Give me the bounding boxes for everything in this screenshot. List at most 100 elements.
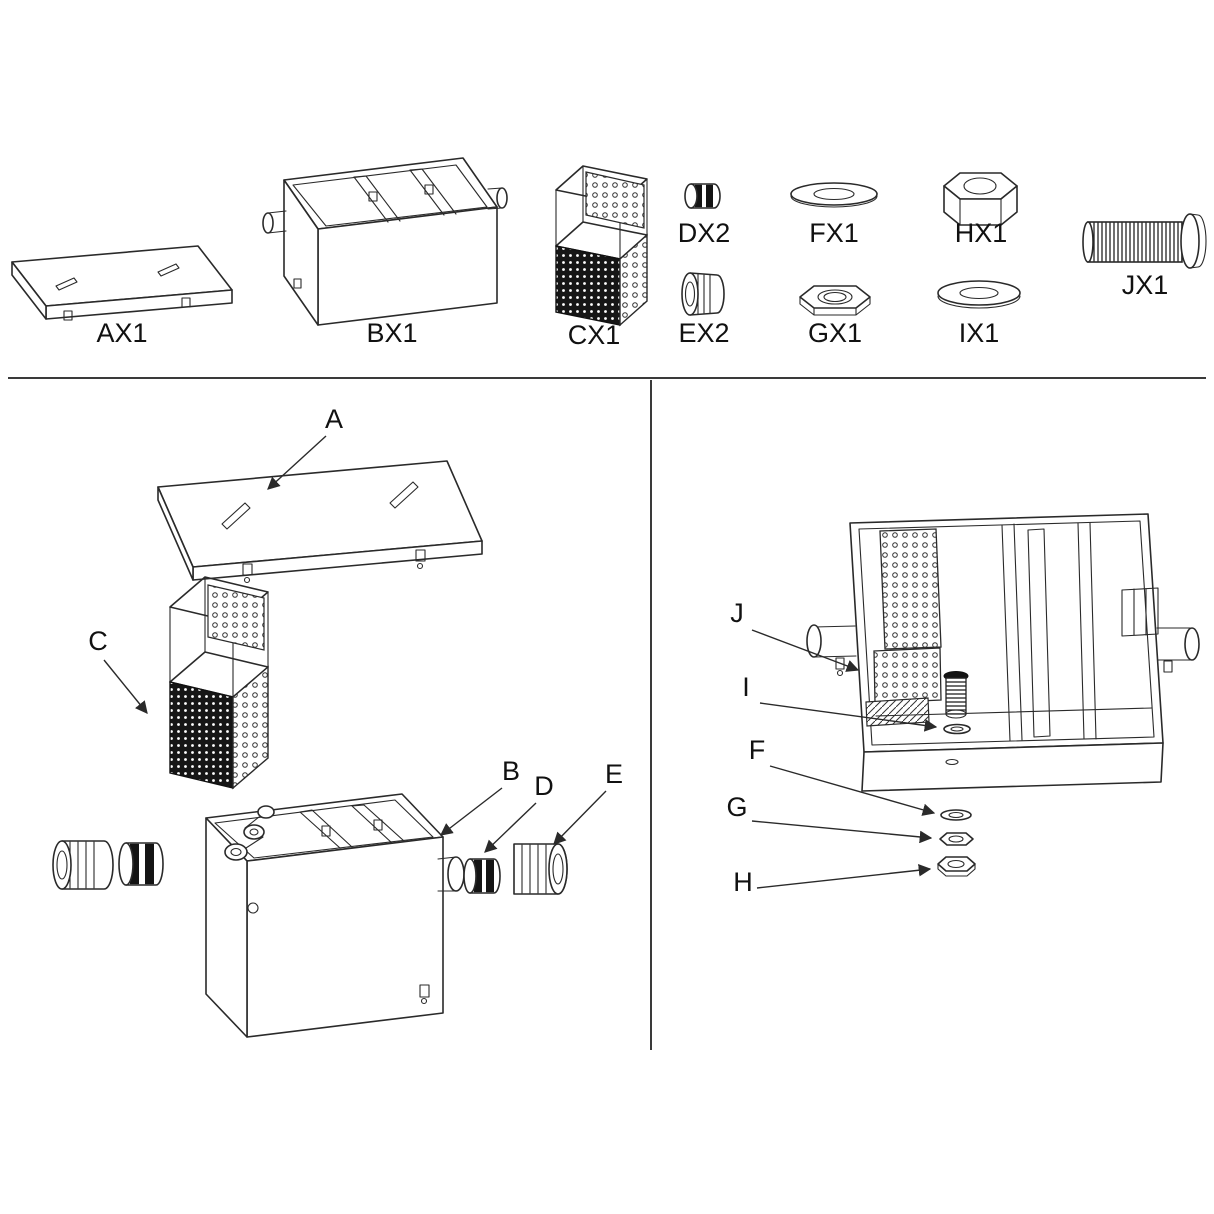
gasket-hole: [813, 187, 855, 201]
hardware-h-nut: [937, 856, 976, 877]
exploded-lid: [157, 460, 483, 584]
tank-inlet-flange: [224, 843, 248, 861]
unit-basket-perforated-lower: [873, 647, 942, 704]
unit-right-clip: [1163, 660, 1173, 673]
part-hx1-hexnut: HX1: [943, 172, 1018, 248]
part-label-ax1: AX1: [96, 318, 147, 348]
unit-front-face: [861, 742, 1164, 792]
coupling-threads: [521, 844, 547, 894]
coupling-face: [681, 272, 699, 316]
tank-inlet-ring: [243, 824, 265, 840]
lid-handle-slot: [221, 502, 251, 530]
gasket-hole: [948, 811, 964, 819]
tank-clip: [419, 984, 430, 998]
basket-front-face-perforated: [555, 245, 621, 326]
unit-baffle-plate: [1077, 522, 1097, 740]
unit-front-mark: [945, 758, 959, 766]
lid-handle-slot: [55, 277, 78, 291]
tank-baffle: [353, 175, 401, 223]
callout-g: G: [726, 792, 747, 822]
basket-frame-posts: [169, 576, 269, 698]
lid-clip: [181, 297, 191, 308]
part-cx1-basket: CX1: [555, 165, 648, 350]
washer-outer: [937, 280, 1021, 306]
tank-baffle-clip: [424, 184, 434, 195]
part-label-gx1: GX1: [808, 318, 862, 348]
tank-inlet-links: [244, 816, 264, 849]
hardware-g-nut: [939, 832, 974, 846]
callout-a: A: [325, 404, 343, 434]
part-label-cx1: CX1: [568, 320, 621, 350]
unit-washer-hole: [950, 726, 964, 732]
tank-right-stub: [496, 187, 508, 209]
leader-g: [751, 820, 933, 844]
lid-clip-pin: [416, 562, 424, 570]
nut-thickness: [799, 296, 871, 316]
part-jx1-nipple: JX1: [1082, 213, 1207, 300]
unit-center-plate: [1027, 528, 1051, 738]
hardware-f-gasket: [940, 809, 972, 821]
callout-i: I: [742, 672, 750, 702]
leader-i: [759, 702, 938, 732]
part-label-bx1: BX1: [366, 318, 417, 348]
unit-basket-perforated-upper: [879, 528, 942, 650]
hexnut-sides: [943, 185, 1018, 226]
tank-baffle: [299, 809, 353, 849]
sleeve-stripe: [130, 843, 139, 885]
unit-nipple-threaded: [945, 677, 967, 715]
exploded-tank: [205, 793, 465, 1038]
unit-right-stub: [1184, 627, 1200, 661]
part-fx1-gasket: FX1: [790, 182, 878, 248]
lid-clip-pin: [243, 576, 251, 584]
part-label-dx2: DX2: [678, 218, 731, 248]
leader-d: [484, 802, 537, 853]
unit-baffle-plate: [1001, 523, 1023, 742]
tank-left-stub-lines: [267, 210, 287, 234]
basket-side-face-perforated: [232, 665, 269, 790]
tank-baffle-clip: [321, 825, 331, 837]
part-label-ix1: IX1: [959, 318, 1000, 348]
exploded-left-coupling: [52, 840, 114, 890]
leader-f: [769, 765, 936, 816]
nipple-flange: [1180, 213, 1200, 269]
callout-c: C: [88, 626, 108, 656]
tank-baffle: [351, 804, 405, 844]
leader-j: [751, 629, 860, 672]
hexnut-facet-lines: [959, 198, 1002, 226]
washer-thickness: [937, 295, 1021, 309]
coupling-bore: [552, 853, 564, 885]
nut-hole-outer: [817, 289, 853, 305]
sleeve-stripe: [706, 184, 713, 208]
sleeve-stripe: [486, 859, 494, 893]
part-bx1-tank: BX1: [262, 157, 508, 348]
unit-outlet-bracket-lines: [1133, 588, 1147, 636]
lid-clip: [242, 563, 253, 576]
tank-front-hole: [247, 902, 259, 914]
unit-washer: [943, 723, 971, 735]
tank-inlet-flange-bore: [230, 847, 242, 857]
hexnut-bore: [963, 177, 997, 195]
tank-clip-pin: [420, 997, 428, 1005]
coupling-body: [61, 840, 114, 890]
part-label-ex2: EX2: [678, 318, 729, 348]
nut-top-face: [799, 285, 871, 309]
basket-side-face-perforated: [619, 233, 648, 327]
basket-inner-wall-perforated: [207, 584, 265, 651]
part-label-hx1: HX1: [955, 218, 1008, 248]
nut-hole: [947, 859, 965, 869]
top-parts-row: AX1 BX1 CX1: [11, 157, 1207, 350]
part-ix1-washer: IX1: [937, 280, 1021, 348]
leader-b: [440, 787, 503, 836]
unit-inner-rim: [858, 520, 1155, 746]
sleeve-end: [463, 858, 477, 894]
leader-h: [756, 863, 932, 889]
leader-e: [553, 790, 607, 845]
exploded-sleeve-d: [463, 858, 501, 894]
nipple-left-end: [1082, 221, 1094, 263]
gasket-thickness: [790, 195, 878, 208]
sleeve-stripe: [695, 184, 702, 208]
tank-left-face: [283, 179, 319, 326]
part-ax1-lid: AX1: [11, 245, 233, 348]
tank-outlet-stub: [447, 856, 465, 892]
